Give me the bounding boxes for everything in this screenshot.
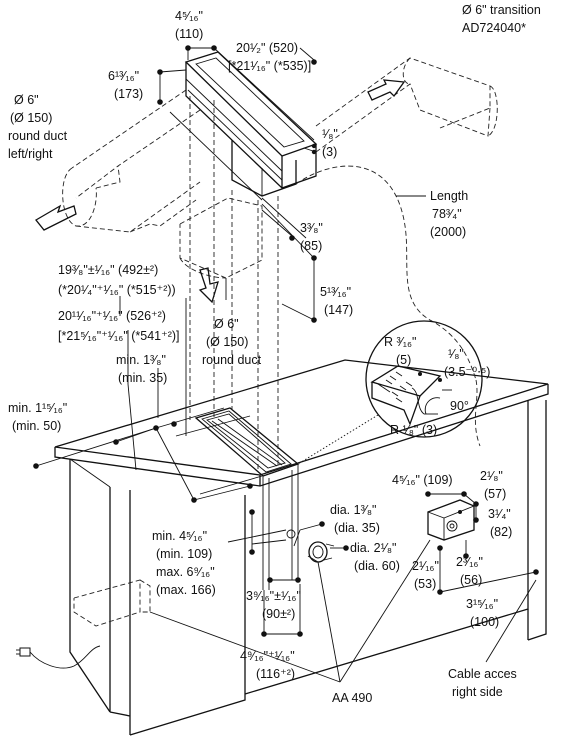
d31516-b: (100) [470,615,499,629]
box-2316-a: 2³⁄₁₆" [456,555,483,569]
cut2-a: 20¹¹⁄₁₆"⁺¹⁄₁₆" (526⁺²) [58,309,166,323]
d4916-b: (116⁺²) [256,667,295,681]
top-width-mm: (110) [175,27,203,41]
cabinet-left-side [69,459,111,713]
worktop-front-edge [54,384,549,487]
top-length-alt: [*21¹⁄₁₆" (*535)] [228,59,311,73]
max6916-b: (max. 166) [156,583,216,597]
vent-slot-inner [201,410,292,473]
min11516-b: (min. 50) [12,419,61,433]
box-2116-a: 2¹⁄₁₆" [412,559,439,573]
dia138-b: (dia. 35) [334,521,380,535]
detail-circle [297,320,483,465]
dimension-lines [16,45,539,683]
aa490-label: AA 490 [332,691,372,705]
d51316-frac: 5¹³⁄₁₆" [320,285,351,299]
length-frac: 78³⁄₄" [432,207,462,221]
box-314-a: 3¹⁄₄" [488,507,511,521]
airflow-arrows [35,79,406,304]
arrow-down-icon [198,267,219,304]
downdraft-unit [184,51,318,197]
box-218-a: 2¹⁄₈" [480,469,503,483]
min11516-a: min. 1¹⁵⁄₁₆" [8,401,67,415]
cut2-b: [*21⁵⁄₁₆"⁺¹⁄₁₆" (*541⁺²)] [58,329,180,343]
eighth-frac: ¹⁄₈" [322,127,338,141]
cutout [194,407,300,590]
height-mm: (173) [114,87,143,101]
box-width: 4⁵⁄₁₆" (109) [392,473,453,487]
top-width-frac: 4⁵⁄₁₆" [175,9,203,23]
labels: Ø 6" transition AD724040* 4⁵⁄₁₆" (110) 2… [8,3,541,705]
dia218-b: (dia. 60) [354,559,400,573]
d51316-mm: (147) [324,303,353,317]
duct-down-1: Ø 6" [214,317,239,331]
box-314-b: (82) [490,525,512,539]
cut1-b: (*20¹⁄₄"⁺¹⁄₁₆" (*515⁺²)) [58,283,176,297]
unit-front-face [281,144,317,189]
length-label: Length [430,189,468,203]
d4916-a: 4⁹⁄₁₆"⁺¹⁄₁₆" [240,649,295,663]
box-2316-b: (56) [460,573,482,587]
dia138-a: dia. 1³⁄₈" [330,503,376,517]
max6916-a: max. 6⁹⁄₁₆" [156,565,215,579]
junction-box [427,499,475,541]
arrow-right-icon [367,79,406,101]
angle-label: 90° [450,399,469,413]
plug-icon [19,647,31,657]
height-frac: 6¹³⁄₁₆" [108,69,139,83]
duct-lr-3: round duct [8,129,68,143]
dia218-a: dia. 2¹⁄₈" [350,541,396,555]
transition-label: Ø 6" transition [462,3,541,17]
d338-frac: 3³⁄₈" [300,221,323,235]
top-length: 20¹⁄₂" (520) [236,41,298,55]
d31516-a: 3¹⁵⁄₁₆" [466,597,498,611]
min4516-a: min. 4⁵⁄₁₆" [152,529,207,543]
d338-mm: (85) [300,239,322,253]
duct-down-2: (Ø 150) [206,335,248,349]
transition-model: AD724040* [462,21,526,35]
cut1-a: 19³⁄₈"±¹⁄₁₆" (492±²) [58,263,158,277]
cabinet [54,359,549,736]
length-mm: (2000) [430,225,466,239]
r18-b: (3.5⁻⁰⋅⁵) [444,365,490,379]
min4516-b: (min. 109) [156,547,212,561]
duct-lr-2: (Ø 150) [10,111,52,125]
d3916-a: 3⁹⁄₁₆"±¹⁄₁₆" [246,589,301,603]
d3916-b: (90±²) [262,607,295,621]
r18-bottom: R ¹⁄₈" (3) [390,423,437,437]
vent-slot-outer [194,407,300,477]
cable-access-2: right side [452,685,503,699]
duct-lr-1: Ø 6" [14,93,39,107]
duct-lr-4: left/right [8,147,53,161]
box-2116-b: (53) [414,577,436,591]
r18-a: ¹⁄₈" [448,347,464,361]
cable-access-1: Cable acces [448,667,517,681]
min138-a: min. 1³⁄₈" [116,353,166,367]
r316-b: (5) [396,353,411,367]
r316-a: R ³⁄₁₆" [384,335,416,349]
arrow-left-icon [35,204,77,231]
min138-b: (min. 35) [118,371,167,385]
box-218-b: (57) [484,487,506,501]
duct-paths [62,57,498,627]
eighth-mm: (3) [322,145,337,159]
duct-down-3: round duct [202,353,262,367]
